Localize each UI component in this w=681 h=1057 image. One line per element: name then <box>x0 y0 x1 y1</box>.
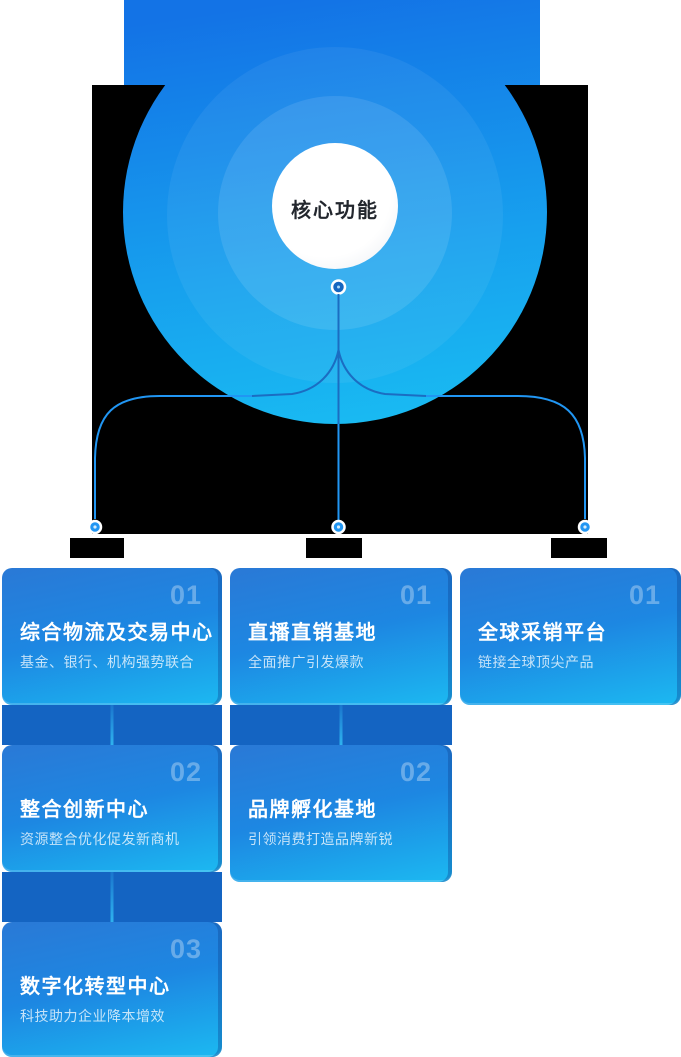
card-number: 01 <box>169 580 202 610</box>
connector-band <box>230 705 452 745</box>
card-number: 02 <box>399 757 432 787</box>
branch-left-inner <box>251 349 340 397</box>
card-subtitle: 全面推广引发爆款 <box>248 654 364 670</box>
card-title: 直播直销基地 <box>248 622 377 644</box>
branch-right-inner <box>337 349 427 397</box>
card-innovation-center: 02 整合创新中心 资源整合优化促发新商机 <box>2 745 222 872</box>
card-title: 数字化转型中心 <box>20 976 171 998</box>
connector-line <box>339 705 343 745</box>
card-subtitle: 引领消费打造品牌新锐 <box>248 831 393 847</box>
card-digital-transformation-center: 03 数字化转型中心 科技助力企业降本增效 <box>2 922 222 1057</box>
branch-right-outer <box>426 395 586 519</box>
card-global-procurement-platform: 01 全球采销平台 链接全球顶尖产品 <box>460 568 681 705</box>
card-title: 综合物流及交易中心 <box>20 622 214 644</box>
connector-line <box>110 705 114 745</box>
hero-diagram <box>87 0 593 535</box>
card-number: 02 <box>169 757 202 787</box>
card-number: 01 <box>399 580 432 610</box>
card-number: 01 <box>628 580 661 610</box>
branch-label-box-left <box>70 538 124 558</box>
card-title: 整合创新中心 <box>20 799 149 821</box>
card-subtitle: 链接全球顶尖产品 <box>478 654 594 670</box>
branch-label-box-right <box>551 538 607 558</box>
connector-band <box>2 705 222 745</box>
card-subtitle: 基金、银行、机构强势联合 <box>20 654 194 670</box>
card-logistics-center: 01 综合物流及交易中心 基金、银行、机构强势联合 <box>2 568 222 705</box>
card-brand-incubation-base: 02 品牌孵化基地 引领消费打造品牌新锐 <box>230 745 452 882</box>
card-subtitle: 资源整合优化促发新商机 <box>20 831 180 847</box>
branch-dot-left-icon <box>87 519 103 535</box>
card-subtitle: 科技助力企业降本增效 <box>20 1008 165 1024</box>
hero-center-label: 核心功能 <box>291 200 379 222</box>
connector-line <box>110 872 114 922</box>
hero-white-circle <box>272 143 398 269</box>
branch-dot-right-icon <box>577 519 593 535</box>
branch-dot-middle-icon <box>331 519 346 535</box>
card-title: 品牌孵化基地 <box>248 799 377 821</box>
connector-band <box>2 872 222 922</box>
card-title: 全球采销平台 <box>478 622 607 644</box>
card-livestream-base: 01 直播直销基地 全面推广引发爆款 <box>230 568 452 705</box>
hero-stem-dot-icon <box>330 279 347 295</box>
branch-left-outer <box>94 395 252 519</box>
branch-label-box-middle <box>306 538 362 558</box>
card-number: 03 <box>169 934 202 964</box>
